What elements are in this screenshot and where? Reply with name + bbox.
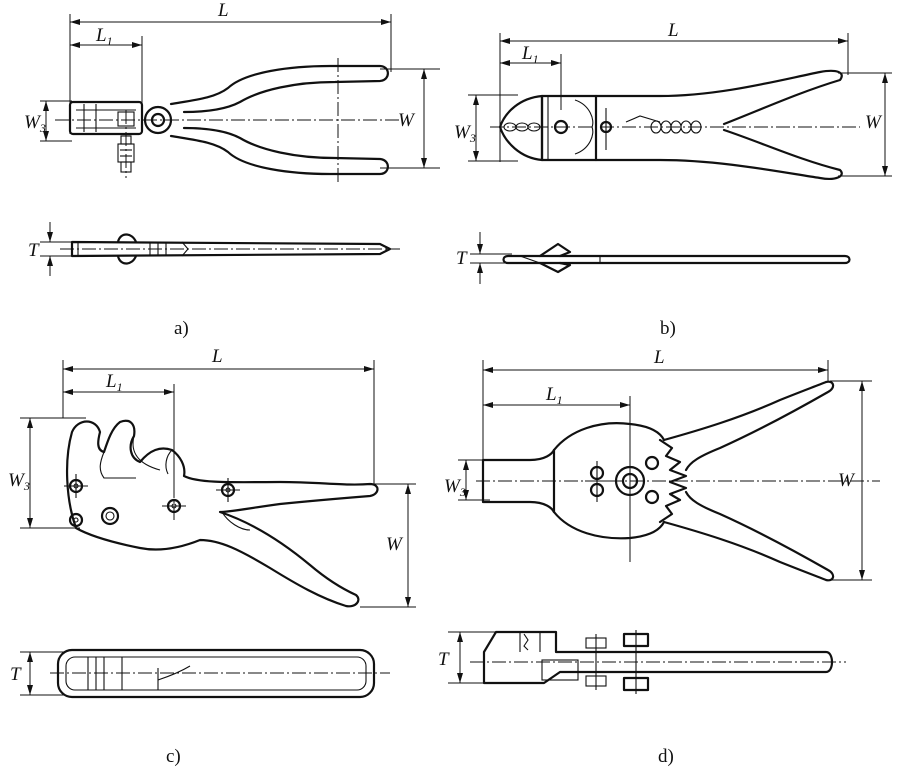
- dim-L-label: L: [217, 0, 229, 21]
- dim-L1-label: L1: [105, 371, 123, 394]
- caption-d: d): [658, 746, 674, 767]
- caption-b: b): [660, 318, 676, 339]
- figure-d: L L1 W W3 T: [438, 347, 880, 767]
- figure-c: L L1 W W3: [8, 346, 416, 767]
- dim-L1-label: L1: [95, 25, 113, 48]
- dim-W3-label: W3: [444, 476, 466, 499]
- dim-L-label: L: [667, 20, 679, 41]
- dim-W-label: W: [386, 534, 404, 555]
- figure-a: L L1 W W3: [24, 0, 440, 339]
- dim-L-label: L: [653, 347, 665, 368]
- dim-T-label: T: [28, 240, 40, 261]
- figure-b: L L1 W W3: [454, 20, 892, 339]
- dim-T-label: T: [456, 248, 468, 269]
- dim-W3-label: W3: [454, 122, 476, 145]
- caption-c: c): [166, 746, 181, 767]
- dim-T-label: T: [438, 649, 450, 670]
- dim-L1-label: L1: [545, 384, 563, 407]
- dim-W-label: W: [865, 112, 883, 133]
- dim-L1-label: L1: [521, 43, 539, 66]
- dim-L-label: L: [211, 346, 223, 367]
- caption-a: a): [174, 318, 189, 339]
- dim-T-label: T: [10, 664, 22, 685]
- dim-W3-label: W3: [8, 470, 30, 493]
- dim-W3-label: W3: [24, 112, 46, 135]
- dim-W-label: W: [398, 110, 416, 131]
